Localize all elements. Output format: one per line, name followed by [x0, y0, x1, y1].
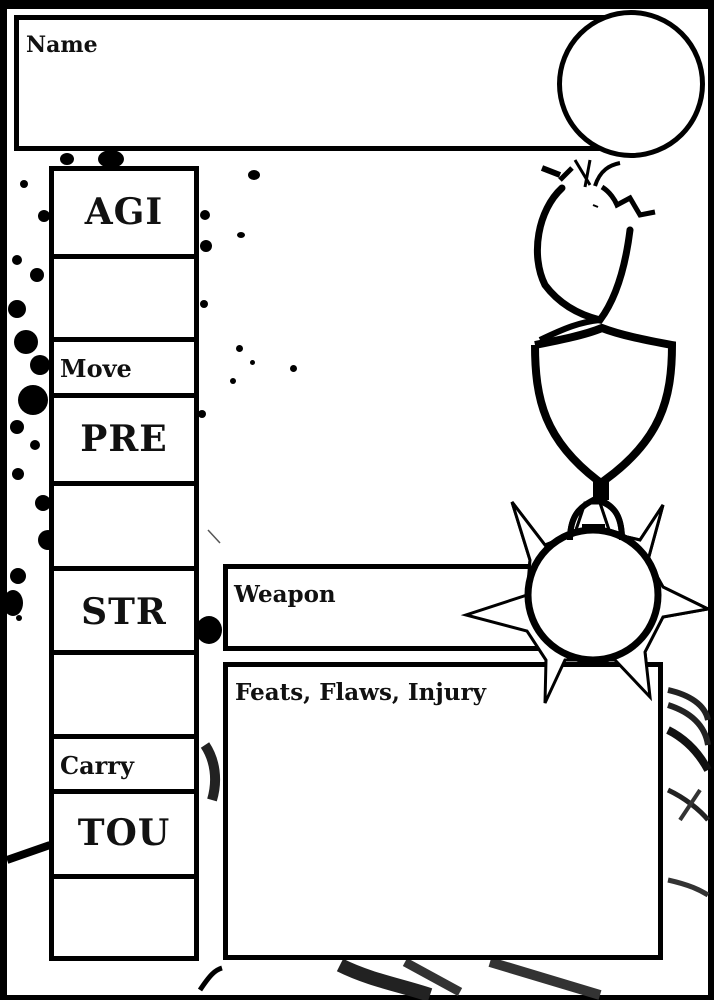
weapon-field[interactable]: Weapon: [223, 564, 563, 651]
weapon-label: Weapon: [234, 581, 336, 608]
name-label: Name: [26, 32, 98, 58]
portrait-circle[interactable]: [557, 10, 705, 158]
stat-agi-label: AGI: [84, 191, 164, 233]
move-field[interactable]: Move: [54, 342, 194, 398]
stat-str-value[interactable]: [54, 655, 194, 739]
carry-label: Carry: [60, 751, 134, 780]
feats-flaws-injury-label: Feats, Flaws, Injury: [235, 679, 486, 706]
carry-field[interactable]: Carry: [54, 739, 194, 794]
stat-tou-header: TOU: [54, 794, 194, 879]
frame-border-top: [0, 0, 714, 9]
stat-str-header: STR: [54, 571, 194, 655]
stat-str-label: STR: [81, 591, 167, 633]
stat-pre-value[interactable]: [54, 486, 194, 571]
stat-agi-value[interactable]: [54, 259, 194, 342]
move-label: Move: [60, 354, 132, 383]
name-field[interactable]: Name: [14, 15, 614, 151]
frame-border-right: [708, 0, 714, 1000]
stat-column: AGI Move PRE STR Carry TOU: [49, 166, 199, 961]
stat-pre-header: PRE: [54, 398, 194, 486]
feats-flaws-injury-field[interactable]: Feats, Flaws, Injury: [223, 662, 663, 960]
stat-agi-header: AGI: [54, 171, 194, 259]
stat-tou-label: TOU: [77, 812, 171, 854]
frame-border-left: [0, 0, 7, 1000]
frame-border-bottom: [0, 995, 714, 1000]
stat-pre-label: PRE: [80, 418, 168, 460]
stat-tou-value[interactable]: [54, 879, 194, 956]
